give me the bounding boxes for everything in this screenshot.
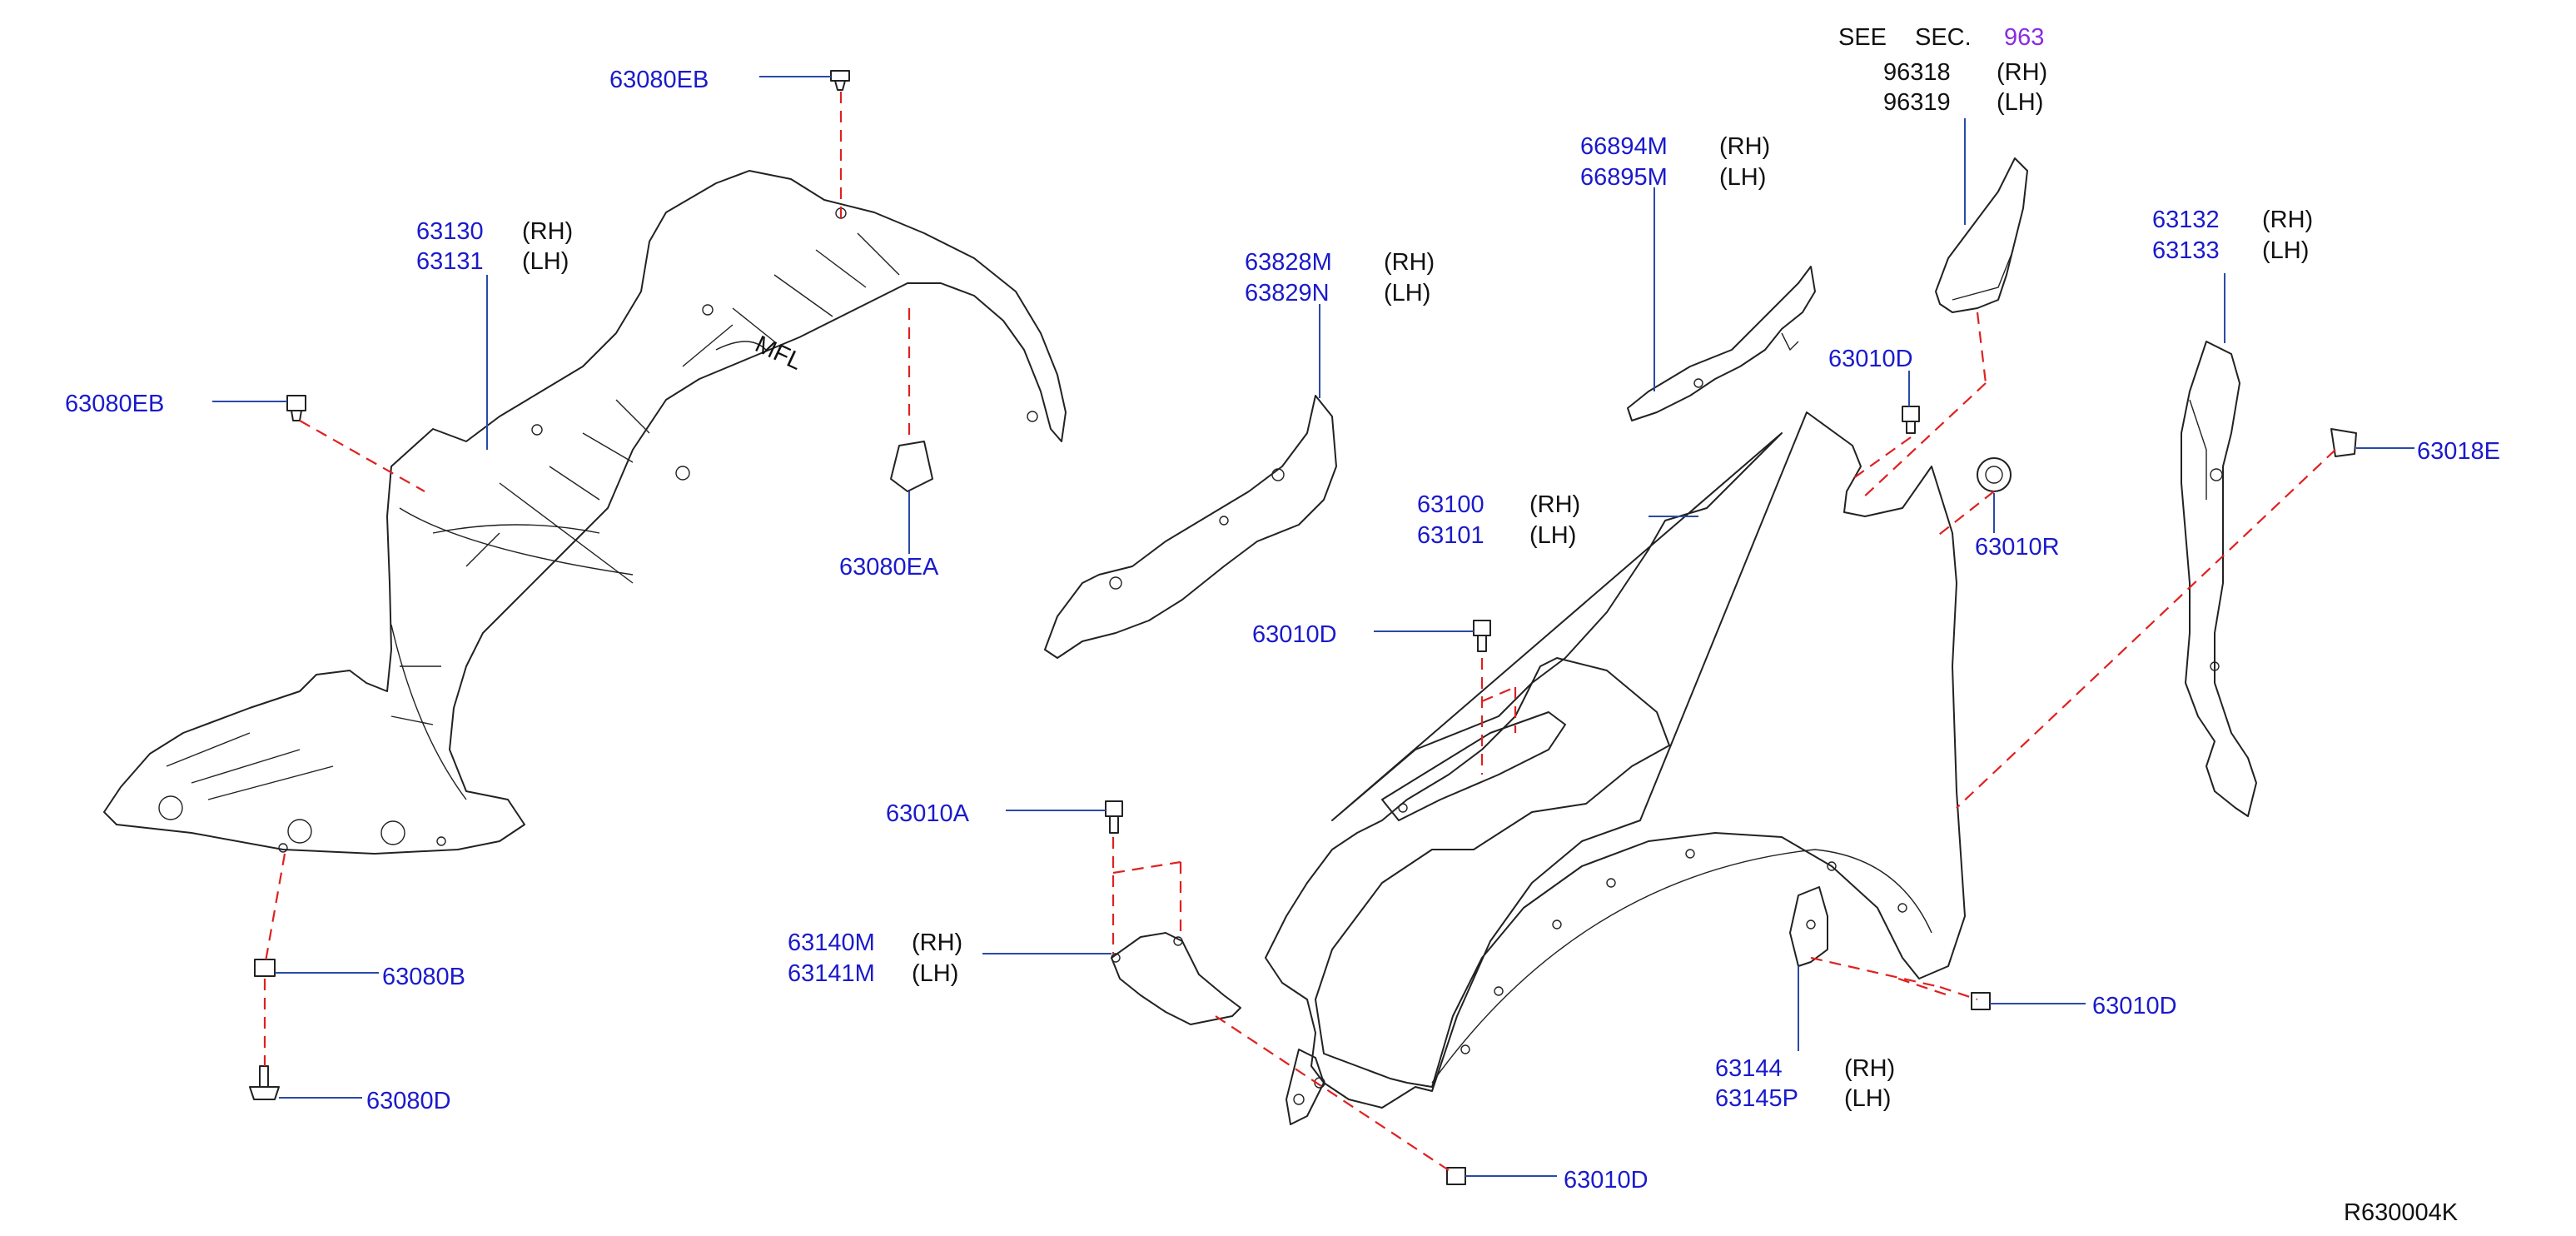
part-number-63010a[interactable]: 63010A [886,800,970,827]
clip-63018e[interactable] [2330,428,2357,457]
part-number-63010d-cowl[interactable]: 63010D [1828,346,1913,372]
part-number-63101[interactable]: 63101 [1417,522,1484,549]
fender-bracket[interactable] [1111,932,1241,1025]
side-63132: (RH) [2262,207,2313,233]
side-63140m: (RH) [912,929,962,956]
clip-63080eb-top[interactable] [830,70,850,91]
part-number-63829n[interactable]: 63829N [1245,280,1330,307]
sec-text: SEC. [1915,24,1972,51]
part-number-63145p[interactable]: 63145P [1715,1085,1798,1112]
part-number-63100[interactable]: 63100 [1417,491,1484,518]
part-number-63080eb-left[interactable]: 63080EB [65,391,164,417]
nut-63010r[interactable] [1977,457,2012,492]
part-number-63010r[interactable]: 63010R [1975,534,2060,561]
part-number-63132[interactable]: 63132 [2152,207,2220,233]
clip-63080d[interactable] [249,1065,280,1100]
fender-lower-bracket[interactable] [1789,886,1828,967]
part-number-63080b[interactable]: 63080B [382,964,465,990]
part-number-66895m[interactable]: 66895M [1580,164,1668,191]
see-text: SEE [1838,24,1887,51]
fender-protector[interactable]: MFL [103,170,1067,855]
clip-63080ea[interactable] [890,441,933,492]
clip-63080eb-left[interactable] [286,395,306,421]
side-63130: (RH) [522,218,573,245]
side-66894m: (RH) [1719,133,1770,160]
section-reference: SEE SEC. 963 [1838,24,2044,51]
clip-63080b[interactable] [254,959,276,977]
side-63131: (LH) [522,248,569,275]
cowl-top-extension[interactable] [1627,266,1816,421]
part-number-63080ea[interactable]: 63080EA [839,554,939,581]
fender-seal-rear[interactable] [2181,341,2257,817]
part-number-63140m[interactable]: 63140M [788,929,875,956]
section-link-963[interactable]: 963 [2004,24,2044,51]
side-63133: (LH) [2262,237,2309,264]
fender-seal-front[interactable] [1044,395,1337,659]
part-number-63828m[interactable]: 63828M [1245,249,1332,276]
bolt-63010d-cowl[interactable] [1902,406,1920,434]
part-number-63080eb-top[interactable]: 63080EB [609,67,709,93]
side-96319: (LH) [1997,89,2043,116]
part-number-63010d-lower[interactable]: 63010D [2092,993,2177,1019]
part-number-63018e[interactable]: 63018E [2417,438,2500,465]
bolt-63010d-bottom[interactable] [1446,1167,1466,1185]
leader-lines [212,76,2414,1177]
part-number-63080d[interactable]: 63080D [366,1088,451,1114]
part-number-63131[interactable]: 63131 [416,248,484,275]
bolt-63010d-lower[interactable] [1971,992,1991,1010]
part-number-63144[interactable]: 63144 [1715,1055,1783,1082]
diagram-reference-code: R630004K [2344,1199,2459,1226]
side-63141m: (LH) [912,960,958,987]
side-66895m: (LH) [1719,164,1766,191]
bolt-63010d-upper[interactable] [1473,620,1491,652]
part-number-63010d-bottom[interactable]: 63010D [1564,1167,1649,1194]
bolt-63010a[interactable] [1105,800,1123,834]
part-number-96318: 96318 [1883,59,1951,86]
part-number-63133[interactable]: 63133 [2152,237,2220,264]
side-63100: (RH) [1529,491,1580,518]
side-96318: (RH) [1997,59,2047,86]
front-fender[interactable] [1265,411,1966,1125]
mirror-corner-cover[interactable] [1935,157,2028,313]
side-63101: (LH) [1529,522,1576,549]
side-63145p: (LH) [1844,1085,1891,1112]
part-number-96319: 96319 [1883,89,1951,116]
side-63829n: (LH) [1384,280,1430,307]
part-number-63141m[interactable]: 63141M [788,960,875,987]
part-number-63130[interactable]: 63130 [416,218,484,245]
part-number-66894m[interactable]: 66894M [1580,133,1668,160]
assembly-dashed-lines [263,92,2336,1171]
side-63828m: (RH) [1384,249,1435,276]
side-63144: (RH) [1844,1055,1895,1082]
part-number-63010d-upper[interactable]: 63010D [1252,621,1337,648]
